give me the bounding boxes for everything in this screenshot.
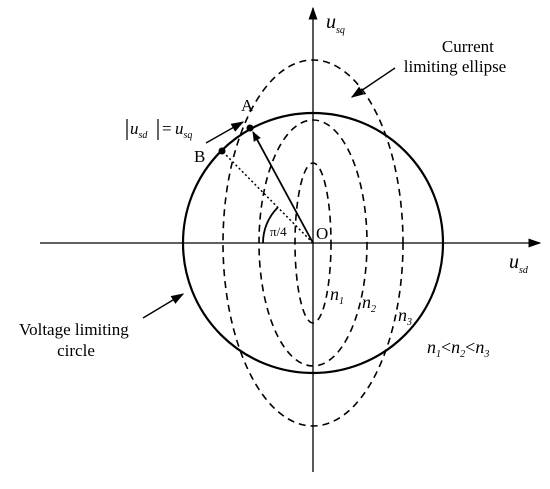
point-b-label: B bbox=[194, 147, 205, 166]
equation-lhs: usd bbox=[130, 119, 148, 141]
equation-rhs: usq bbox=[175, 119, 192, 141]
vector-oa bbox=[252, 131, 314, 244]
n1-label: n1 bbox=[330, 284, 344, 307]
n3-label: n3 bbox=[398, 305, 412, 328]
y-axis-label: usq bbox=[326, 11, 345, 36]
angle-arc bbox=[262, 206, 279, 244]
current-ellipse-n3 bbox=[222, 59, 404, 427]
x-axis-label: usd bbox=[509, 251, 529, 276]
voltage-circle-label: Voltage limiting circle bbox=[19, 320, 133, 360]
speed-relation: n1<n2<n3 bbox=[427, 337, 489, 360]
current-ellipse-pointer-arrow bbox=[350, 67, 396, 98]
current-ellipse-label: Current limiting ellipse bbox=[404, 37, 506, 76]
dotted-line-ob bbox=[221, 150, 314, 244]
point-a-label: A bbox=[241, 96, 254, 115]
origin-label: O bbox=[316, 224, 328, 243]
point-b-dot bbox=[218, 147, 226, 155]
point-a-dot bbox=[246, 124, 254, 132]
angle-label: π/4 bbox=[270, 224, 287, 239]
voltage-circle-pointer-arrow bbox=[142, 293, 185, 319]
current-ellipse-n2 bbox=[258, 119, 368, 367]
equals-sign: = bbox=[162, 119, 172, 138]
current-ellipse-n1 bbox=[294, 162, 332, 324]
n2-label: n2 bbox=[362, 292, 376, 315]
voltage-limiting-circle bbox=[181, 111, 445, 375]
equation-pointer-arrow bbox=[205, 121, 245, 144]
